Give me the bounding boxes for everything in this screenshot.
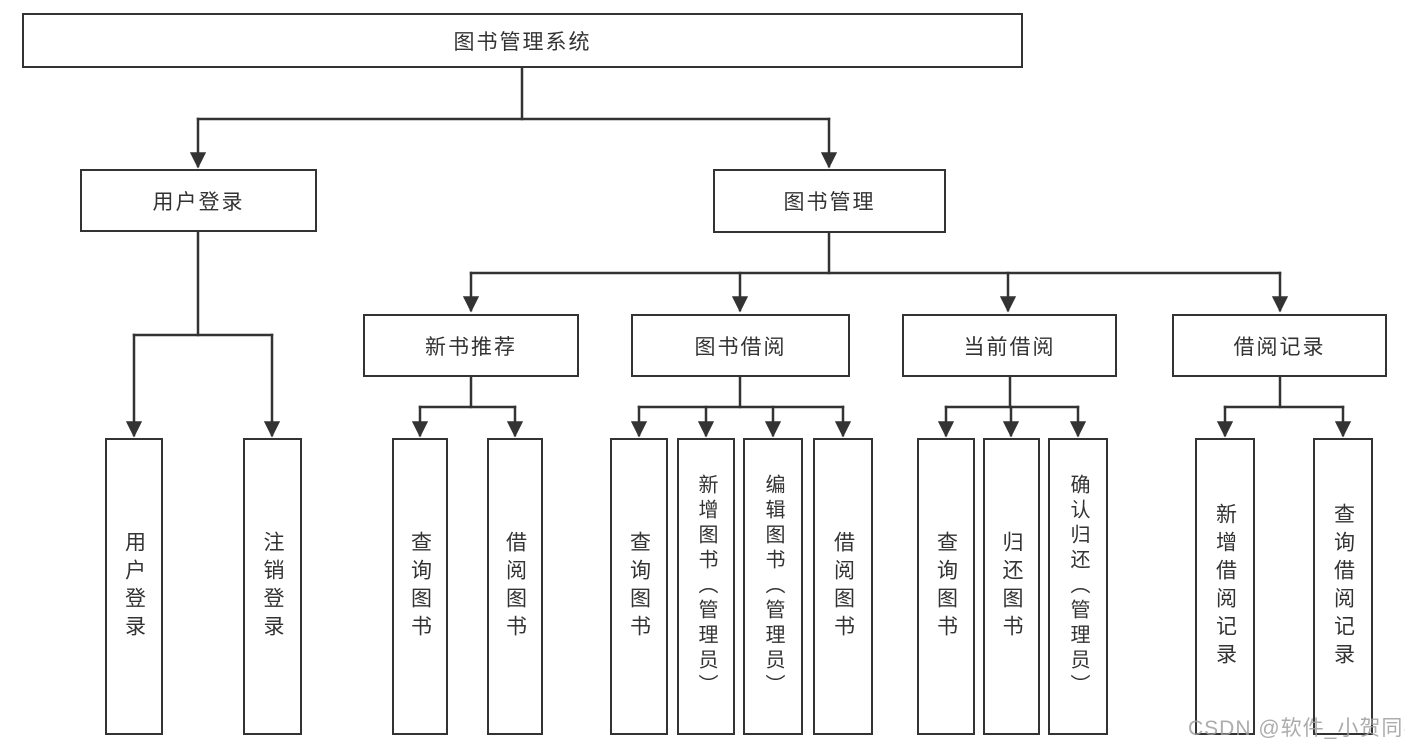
node-book-borrow: 图书借阅 <box>631 314 850 377</box>
leaf-edit-book-admin: 编辑图书（管理员） <box>743 438 803 735</box>
leaf-query-books-borrow: 查询图书 <box>610 438 668 735</box>
node-new-book-recommend: 新书推荐 <box>363 314 579 377</box>
leaf-user-login: 用户登录 <box>105 438 163 735</box>
node-book-management: 图书管理 <box>713 169 946 233</box>
leaf-query-books-current: 查询图书 <box>917 438 975 735</box>
leaf-query-books-recommend: 查询图书 <box>392 438 448 735</box>
leaf-add-book-admin: 新增图书（管理员） <box>677 438 735 735</box>
node-user-login: 用户登录 <box>80 169 317 232</box>
leaf-return-books: 归还图书 <box>983 438 1040 735</box>
leaf-logout: 注销登录 <box>243 438 302 735</box>
leaf-confirm-return-admin: 确认归还（管理员） <box>1048 438 1108 735</box>
leaf-borrow-books-borrow: 借阅图书 <box>813 438 873 735</box>
leaf-query-borrow-record: 查询借阅记录 <box>1313 438 1373 735</box>
watermark: CSDN @软件_小贺同学 <box>1188 717 1405 740</box>
node-system-root: 图书管理系统 <box>22 13 1023 68</box>
leaf-add-borrow-record: 新增借阅记录 <box>1195 438 1255 735</box>
leaf-borrow-books-recommend: 借阅图书 <box>487 438 543 735</box>
node-borrow-records: 借阅记录 <box>1172 314 1387 377</box>
node-current-borrow: 当前借阅 <box>902 314 1117 377</box>
